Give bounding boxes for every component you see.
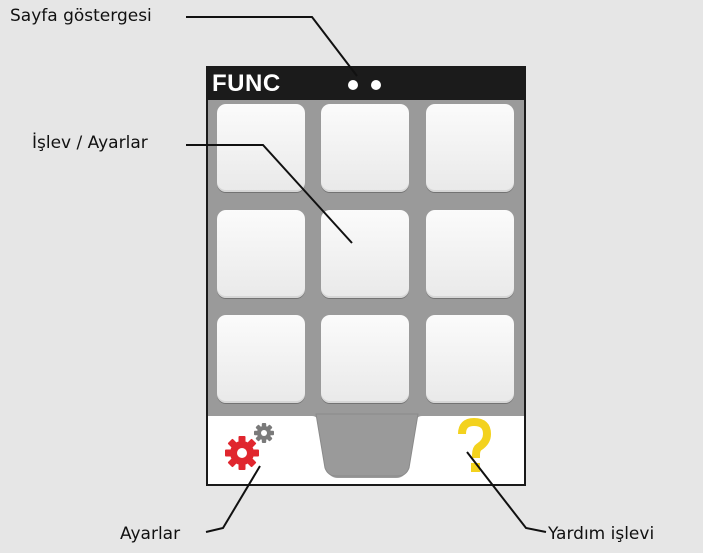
function-tile[interactable] (426, 104, 514, 192)
function-grid (217, 104, 517, 406)
function-tile[interactable] (217, 104, 305, 192)
device-screen: FUNC (206, 66, 526, 486)
question-mark-icon (458, 418, 492, 472)
function-tile[interactable] (217, 315, 305, 403)
page-dot-2[interactable] (371, 80, 381, 90)
screen-title: FUNC (212, 70, 281, 97)
callout-settings: Ayarlar (120, 524, 181, 544)
function-tile[interactable] (321, 210, 409, 298)
function-tile[interactable] (426, 210, 514, 298)
function-tile[interactable] (321, 315, 409, 403)
function-tile[interactable] (426, 315, 514, 403)
callout-functions-settings: İşlev / Ayarlar (32, 133, 148, 153)
callout-help-function: Yardım işlevi (548, 524, 655, 544)
function-tile[interactable] (321, 104, 409, 192)
callout-page-indicator: Sayfa göstergesi (10, 6, 152, 26)
gears-icon (225, 423, 274, 470)
bottom-bar (208, 410, 524, 484)
function-tile[interactable] (217, 210, 305, 298)
bottom-bar-shape (208, 413, 524, 484)
page-dot-1[interactable] (348, 80, 358, 90)
screen-header: FUNC (208, 68, 524, 100)
settings-button[interactable] (220, 420, 280, 476)
help-button[interactable] (454, 418, 494, 478)
